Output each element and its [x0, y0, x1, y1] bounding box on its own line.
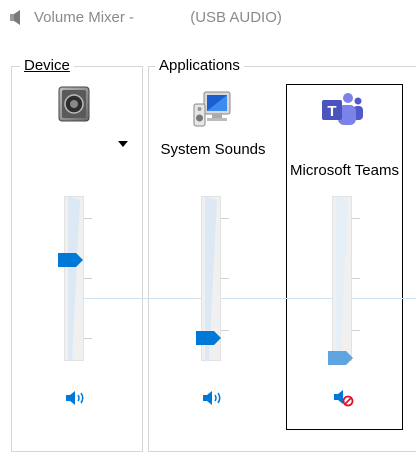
system-sounds-mute-button[interactable]: [201, 388, 225, 408]
teams-channel-focus: [286, 84, 403, 430]
speaker-icon: [203, 391, 221, 405]
teams-icon: T: [322, 93, 363, 125]
monitor-speaker-icon: [193, 91, 231, 127]
system-sounds-volume-thumb[interactable]: [196, 331, 222, 345]
device-group-label: Device: [20, 57, 74, 74]
app-name-microsoft-teams: Microsoft Teams: [290, 162, 399, 179]
device-dropdown-button[interactable]: [118, 141, 128, 147]
speaker-muted-icon: [334, 390, 354, 407]
applications-group-label: Applications: [155, 57, 244, 74]
device-mute-button[interactable]: [64, 388, 88, 408]
speaker-icon: [10, 10, 20, 25]
window-title: Volume Mixer - (USB AUDIO): [34, 9, 282, 26]
speaker-device-icon: [58, 86, 90, 122]
system-sounds-volume-slider[interactable]: [201, 196, 229, 362]
device-peak-meter: [68, 196, 80, 361]
teams-volume-slider[interactable]: [332, 196, 360, 362]
device-volume-slider[interactable]: [64, 196, 92, 362]
teams-volume-thumb[interactable]: [328, 351, 354, 365]
volume-guide-line: [68, 298, 416, 299]
teams-mute-button[interactable]: [332, 388, 356, 408]
applications-group: Applications: [148, 57, 416, 452]
svg-text:T: T: [327, 103, 336, 120]
title-bar: Volume Mixer - (USB AUDIO): [0, 0, 416, 40]
device-group: Device: [11, 57, 143, 452]
app-name-system-sounds: System Sounds: [160, 141, 266, 158]
device-volume-thumb[interactable]: [58, 253, 84, 267]
speaker-icon: [66, 391, 84, 405]
